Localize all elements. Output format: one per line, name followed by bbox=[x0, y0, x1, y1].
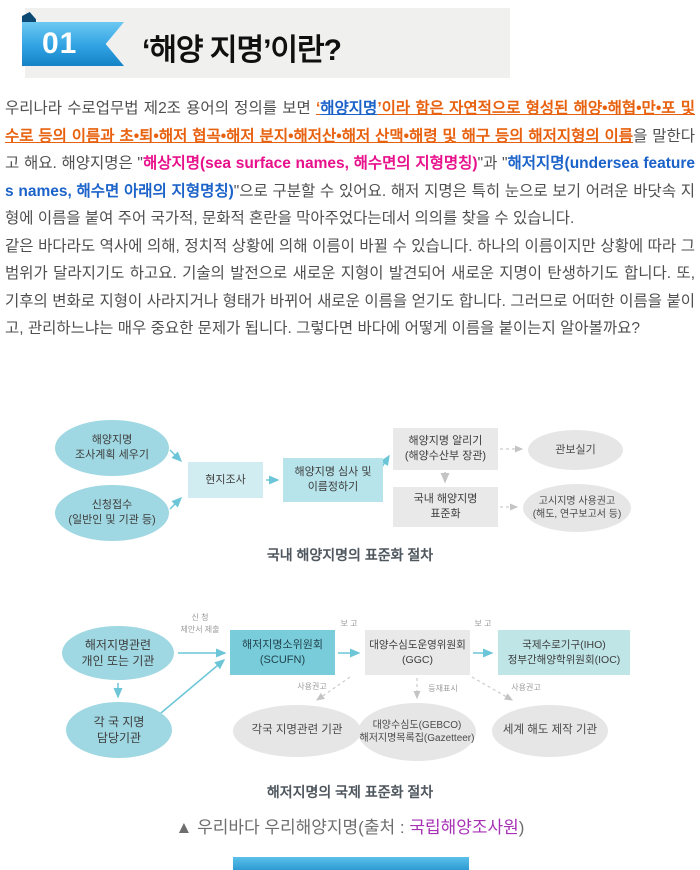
node-survey-plan: 해양지명 조사계획 세우기 bbox=[55, 420, 169, 476]
node-individual-or-org: 해저지명관련 개인 또는 기관 bbox=[62, 626, 174, 680]
node-usage-recommendation: 고시지명 사용권고 (해도, 연구보고서 등) bbox=[523, 484, 631, 532]
node-domestic-standardization: 국내 해양지명 표준화 bbox=[393, 487, 498, 527]
node-ggc: 대양수심도운영위원회 (GGC) bbox=[365, 630, 470, 675]
intro-paragraph-2: 같은 바다라도 역사에 의해, 정치적 상황에 의해 이름이 바뀔 수 있습니다… bbox=[5, 237, 695, 338]
caption-text: ) bbox=[518, 818, 525, 837]
text-run-highlight: ‘ bbox=[315, 100, 321, 117]
node-world-chartmakers: 세계 해도 제작 기관 bbox=[492, 705, 608, 757]
domestic-procedure-diagram: 해양지명 조사계획 세우기 신청접수 (일반인 및 기관 등) 현지조사 해양지… bbox=[0, 412, 700, 542]
arrow-recommend-to-org bbox=[316, 676, 351, 701]
label-report-1: 보 고 bbox=[340, 619, 358, 628]
caption-text: ▲ 우리바다 우리해양지명(출처 : bbox=[175, 818, 410, 837]
label-usage-recommendation-2: 사용권고 bbox=[511, 683, 541, 692]
term-sea-surface-names: 해상지명(sea surface names, 해수면의 지형명칭) bbox=[142, 155, 478, 172]
source-link[interactable]: 국립해양조사원 bbox=[409, 818, 519, 837]
diagram2-caption: 해저지명의 국제 표준화 절차 bbox=[266, 784, 434, 800]
node-field-survey: 현지조사 bbox=[188, 462, 263, 498]
arrow-apply-to-survey bbox=[169, 496, 183, 510]
label-report-2: 보 고 bbox=[474, 619, 492, 628]
article-body: 우리나라 수로업무법 제2조 용어의 정의를 보면 ‘해양지명’이라 함은 자연… bbox=[5, 95, 695, 343]
section-number-ribbon: 01 bbox=[22, 22, 124, 66]
label-application-submit: 신 청 제안서 제출 bbox=[180, 613, 220, 634]
text-run: "으로 구분할 수 있어요. 해저 지명은 특히 눈으로 보기 어려운 바닷속 … bbox=[5, 182, 695, 228]
node-national-related-org: 각국 지명관련 기관 bbox=[233, 705, 361, 757]
text-run: 우리나라 수로업무법 제2조 용어의 정의를 보면 bbox=[5, 100, 316, 117]
section-number: 01 bbox=[42, 27, 78, 60]
label-usage-recommendation-1: 사용권고 bbox=[297, 682, 327, 691]
arrow-plan-to-survey bbox=[169, 449, 183, 463]
node-iho-ioc: 국제수로기구(IHO) 정부간해양학위원회(IOC) bbox=[498, 630, 630, 675]
node-announce: 해양지명 알리기 (해양수산부 장관) bbox=[393, 428, 498, 470]
next-section-strip bbox=[233, 857, 469, 870]
page-title: ‘해양 지명’이란? bbox=[142, 34, 342, 67]
node-scufn: 해저지명소위원회 (SCUFN) bbox=[230, 630, 335, 675]
node-official-gazette: 관보실기 bbox=[528, 430, 623, 470]
image-source-caption: ▲ 우리바다 우리해양지명(출처 : 국립해양조사원) bbox=[0, 813, 700, 838]
arrow-national-to-scufn bbox=[154, 659, 226, 719]
international-procedure-diagram: 해저지명관련 개인 또는 기관 각 국 지명 담당기관 해저지명소위원회 (SC… bbox=[0, 610, 700, 780]
intro-paragraph-1: 우리나라 수로업무법 제2조 용어의 정의를 보면 ‘해양지명’이라 함은 자연… bbox=[5, 95, 695, 233]
text-run: "과 " bbox=[477, 155, 508, 172]
label-registration: 등재표시 bbox=[428, 684, 458, 693]
flow-arrows bbox=[113, 648, 514, 719]
diagram1-caption: 국내 해양지명의 표준화 절차 bbox=[266, 547, 434, 563]
term-marine-name: 해양지명 bbox=[320, 100, 378, 117]
node-application: 신청접수 (일반인 및 기관 등) bbox=[55, 485, 169, 541]
text-run: 을 말한다고 해요. 해양지명은 " bbox=[5, 127, 695, 173]
node-review-naming: 해양지명 심사 및 이름정하기 bbox=[283, 458, 383, 502]
arrow-recommend-to-chartmaker bbox=[471, 676, 514, 701]
node-gebco-gazetteer: 대양수심도(GEBCO) 해저지명목록집(Gazetteer) bbox=[358, 703, 476, 761]
node-national-naming-authority: 각 국 지명 담당기관 bbox=[66, 702, 172, 758]
definition-highlight: ’이라 함은 자연적으로 형성된 해양•해협•만•포 및 수로 등의 이름과 초… bbox=[5, 100, 695, 145]
flow-arrows bbox=[169, 445, 524, 511]
term-undersea-names: 해저지명(undersea features names, 해수면 아래의 지형… bbox=[5, 155, 696, 200]
